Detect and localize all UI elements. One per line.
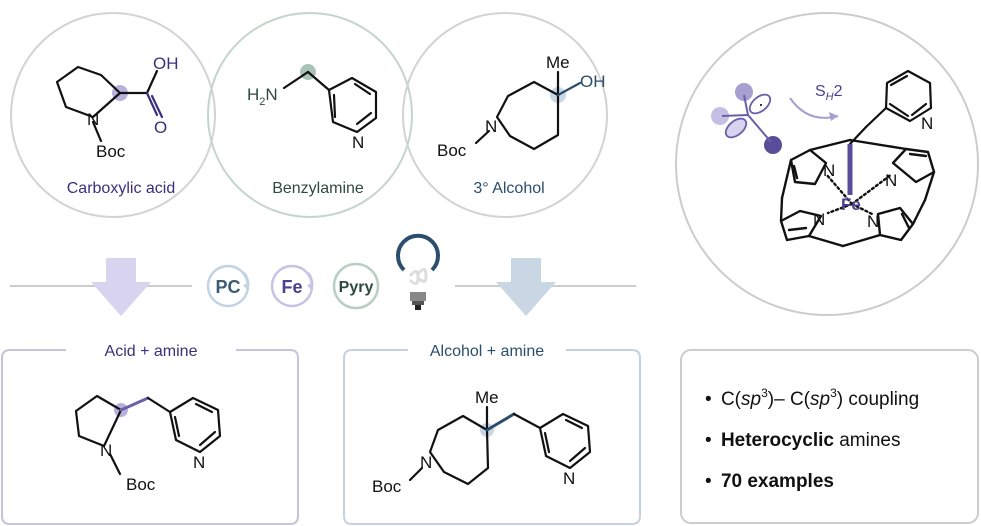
alcohol-oh-label: OH — [580, 72, 606, 91]
light-bulb-icon — [396, 233, 440, 310]
fe-center-label: Fe — [841, 195, 861, 214]
summary-item-amines: • Heterocyclic amines — [705, 430, 900, 451]
acid-o-label: O — [154, 118, 167, 137]
amine-n-label: N — [265, 85, 277, 104]
reactant-circles — [10, 12, 608, 218]
porphyrin-ring — [779, 138, 936, 248]
acid-amine-title: Acid + amine — [105, 343, 198, 360]
mechanism-circle — [675, 12, 979, 316]
acid-amine-boc-label: Boc — [126, 475, 156, 494]
acid-amine-n-label: N — [100, 441, 112, 460]
amine-py-n-label: N — [352, 133, 364, 152]
boc-proline-structure — [55, 65, 164, 143]
alcohol-structure — [474, 70, 582, 151]
amine-h-label: H2N — [247, 85, 278, 108]
porphyrin-n-bottom-right: N — [867, 212, 879, 231]
acid-oh-label: OH — [153, 54, 179, 73]
radical-orbital-icon: · — [711, 83, 782, 154]
porphyrin-n-top-right: N — [885, 171, 897, 190]
reaction-row: PC Fe Pyry — [10, 233, 636, 316]
summary-item-examples: • 70 examples — [705, 471, 834, 492]
alcohol-boc-label: Boc — [437, 141, 467, 160]
alcohol-down-arrow — [496, 258, 556, 316]
radical-dot: · — [758, 94, 764, 114]
pc-catalyst-icon: PC — [206, 264, 250, 308]
summary-panel: • C(sp3)– C(sp3) coupling • Heterocyclic… — [680, 349, 979, 524]
alcohol-amine-me-label: Me — [475, 388, 499, 407]
pyry-label: Pyry — [339, 279, 374, 296]
acid-amine-product-panel: Acid + amine N Boc N — [1, 343, 299, 525]
alcohol-amine-n-label: N — [420, 453, 432, 472]
alcohol-circle — [402, 12, 608, 218]
mechanism-panel: · SH2 N — [675, 12, 979, 316]
acid-amine-py-n-label: N — [193, 453, 205, 472]
alcohol-amine-title: Alcohol + amine — [430, 343, 544, 360]
amine-circle — [207, 12, 413, 218]
fe-label: Fe — [281, 277, 302, 297]
amine-caption: Benzylamine — [272, 180, 364, 197]
alcohol-caption: 3° Alcohol — [473, 180, 544, 197]
alcohol-amine-product-panel: Alcohol + amine Me N Boc N — [343, 343, 641, 525]
alcohol-me-label: Me — [546, 53, 570, 72]
acid-n-label: N — [87, 110, 99, 129]
alcohol-amine-py-n-label: N — [563, 469, 575, 488]
pc-label: PC — [215, 277, 240, 297]
acid-down-arrow — [91, 258, 151, 316]
alcohol-n-label: N — [485, 117, 497, 136]
fe-catalyst-icon: Fe — [270, 264, 314, 308]
alcohol-amine-boc-label: Boc — [372, 477, 402, 496]
acid-circle — [10, 12, 216, 218]
pyridylmethyl-ligand — [848, 69, 933, 146]
acid-boc-label: Boc — [96, 142, 126, 161]
pyry-catalyst-icon: Pyry — [332, 262, 380, 310]
sh2-label: SH2 — [815, 83, 843, 103]
ligand-py-n-label: N — [921, 114, 933, 133]
porphyrin-n-bottom-left: N — [813, 210, 825, 229]
benzylamine-structure — [282, 64, 378, 134]
porphyrin-n-top-left: N — [823, 161, 835, 180]
summary-item-coupling: • C(sp3)– C(sp3) coupling — [705, 386, 919, 410]
acid-caption: Carboxylic acid — [67, 180, 175, 197]
